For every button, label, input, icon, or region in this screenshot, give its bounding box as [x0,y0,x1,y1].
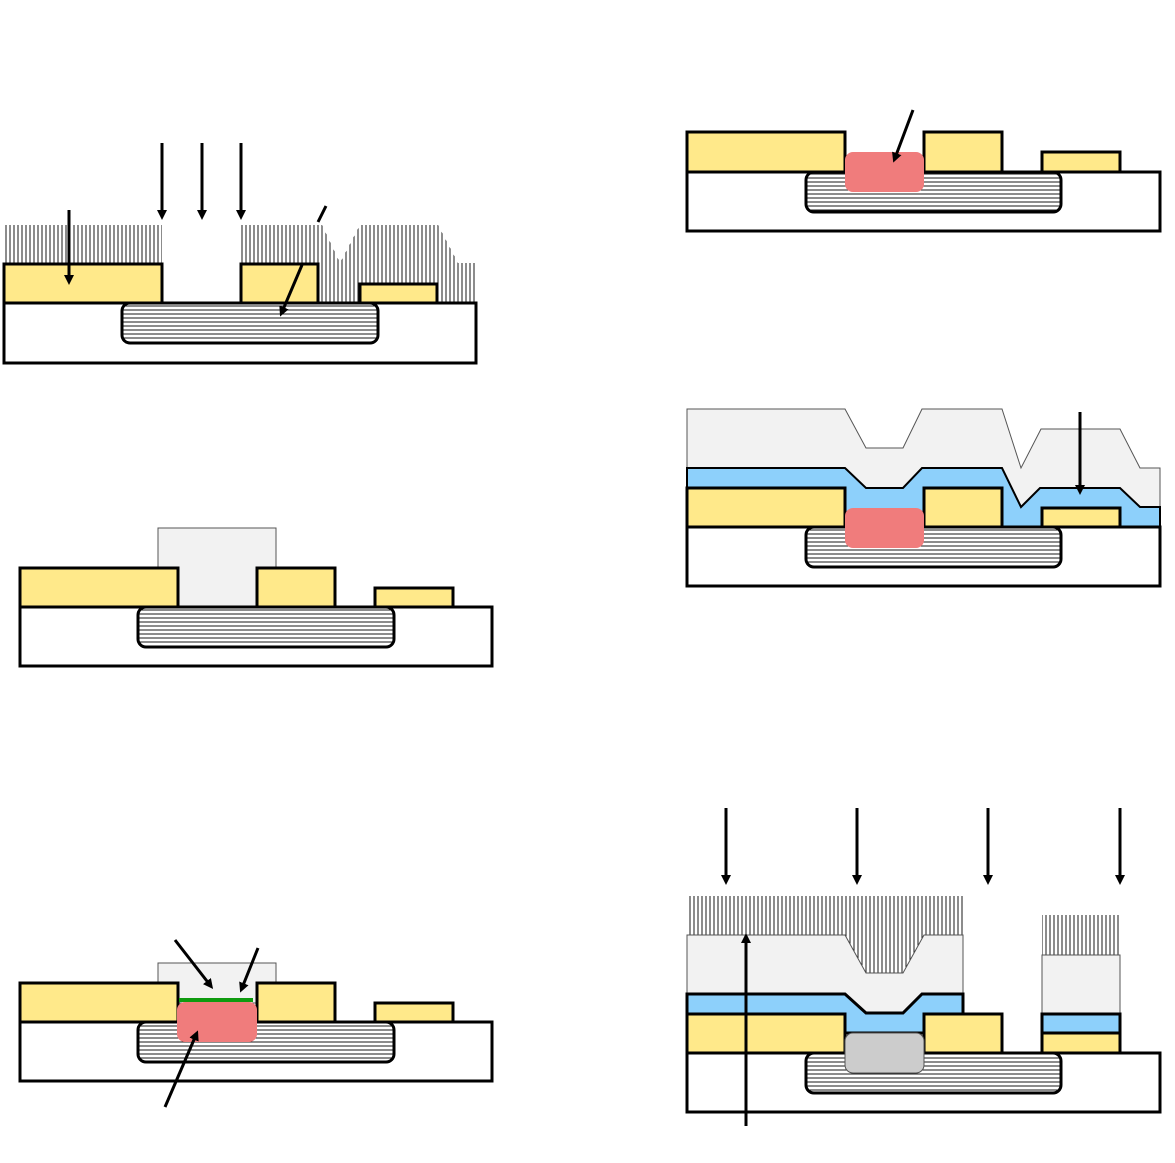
gold-block-left [685,486,847,529]
pink-implant [845,152,924,192]
gray-fill-layer-right [1041,954,1121,1015]
gold-block-right [1040,506,1122,529]
arrow-diagonal-up [163,1030,199,1108]
gold-block-right [373,1001,455,1024]
buried-layer [120,301,380,345]
arrow-diagonal-left [173,939,214,989]
gold-block-left [685,130,847,174]
buried-layer [804,170,1063,214]
gold-block-left [18,981,180,1024]
gray-core [844,1032,925,1074]
arrow-diagonal [279,264,304,317]
gold-block-middle [255,981,337,1024]
gold-block-right [1040,150,1122,174]
gold-block-middle [922,486,1004,529]
buried-layer [136,605,396,649]
gold-block-left [2,262,164,305]
panel-3 [18,527,494,668]
tick-mark [316,205,328,223]
pink-implant [177,1002,257,1042]
gold-block-middle [922,130,1004,174]
gold-block-middle [922,1012,1004,1055]
arrow-diagonal [892,109,915,163]
buried-layer [804,525,1063,569]
panel-6 [685,808,1162,1126]
gold-block-middle [255,566,337,609]
gold-block-right [1040,1031,1122,1055]
gold-block-left [685,1012,847,1055]
striped-resist-left [5,225,162,265]
buried-layer [136,1020,396,1064]
panel-2 [685,109,1162,233]
arrow-diagonal-right [239,947,260,993]
gold-block-right [358,282,439,305]
striped-resist-right [1042,915,1120,955]
buried-layer [804,1051,1063,1095]
gold-block-middle [239,262,320,305]
gold-block-right [373,586,455,609]
panel-5 [18,939,494,1108]
pink-implant [845,508,924,548]
panel-4 [685,408,1162,588]
panel-1 [2,143,478,365]
gold-block-left [18,566,180,609]
blue-liner-right [1040,1012,1122,1035]
